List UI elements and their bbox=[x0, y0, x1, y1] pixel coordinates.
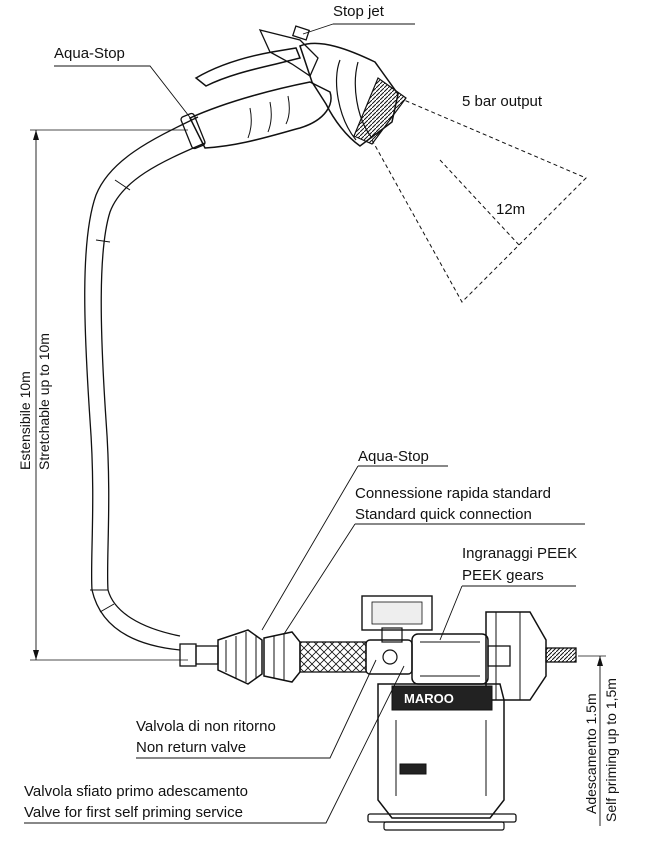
priming-en-label: Self priming up to 1,5m bbox=[603, 678, 619, 822]
hose bbox=[84, 116, 206, 651]
non-return-valve-en-label: Non return valve bbox=[136, 739, 246, 756]
quick-connection-assembly bbox=[179, 629, 413, 685]
aqua-stop-bottom-label: Aqua-Stop bbox=[358, 448, 429, 465]
pump-brand-logo: MAROO bbox=[404, 691, 454, 706]
aqua-stop-bottom-callout: Aqua-Stop bbox=[261, 448, 448, 631]
quick-connection-it-label: Connessione rapida standard bbox=[355, 485, 551, 502]
priming-valve-en-label: Valve for first self priming service bbox=[24, 804, 243, 821]
non-return-valve-it-label: Valvola di non ritorno bbox=[136, 718, 276, 735]
priming-valve-it-label: Valvola sfiato primo adescamento bbox=[24, 783, 248, 800]
peek-gears-callout: Ingranaggi PEEK PEEK gears bbox=[439, 545, 577, 641]
output-label: 5 bar output bbox=[462, 93, 543, 110]
quick-connection-en-label: Standard quick connection bbox=[355, 506, 532, 523]
quick-connection-callout: Connessione rapida standard Standard qui… bbox=[283, 485, 585, 635]
pump: MAROO bbox=[361, 595, 577, 831]
priming-valve-callout: Valvola sfiato primo adescamento Valve f… bbox=[24, 665, 405, 824]
stop-jet-label: Stop jet bbox=[333, 3, 385, 20]
non-return-valve-callout: Valvola di non ritorno Non return valve bbox=[136, 659, 377, 759]
spray-gun bbox=[180, 25, 407, 150]
aqua-stop-top-callout: Aqua-Stop bbox=[54, 45, 193, 121]
priming-it-label: Adescamento 1.5m bbox=[583, 693, 599, 814]
stretch-it-label: Estensibile 10m bbox=[17, 371, 33, 470]
peek-gears-it-label: Ingranaggi PEEK bbox=[462, 545, 577, 562]
distance-label: 12m bbox=[496, 201, 525, 218]
stretch-en-label: Stretchable up to 10m bbox=[36, 333, 52, 470]
spray-cone bbox=[371, 99, 587, 303]
priming-dimension: Adescamento 1.5m Self priming up to 1,5m bbox=[578, 655, 619, 826]
aqua-stop-top-label: Aqua-Stop bbox=[54, 45, 125, 62]
peek-gears-en-label: PEEK gears bbox=[462, 567, 544, 584]
stop-jet-callout: Stop jet bbox=[302, 3, 415, 35]
stretch-dimension: Estensibile 10m Stretchable up to 10m bbox=[17, 129, 188, 661]
